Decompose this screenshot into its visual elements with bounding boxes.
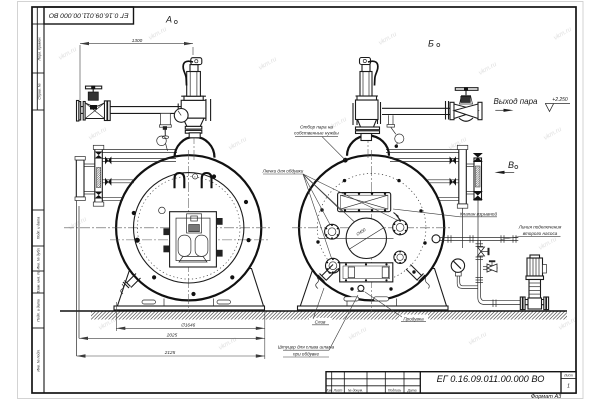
svg-text:собственные нужды: собственные нужды xyxy=(294,131,339,136)
svg-text:Изм: Изм xyxy=(326,389,333,393)
svg-text:2125: 2125 xyxy=(164,350,176,355)
svg-text:Подп. и дата: Подп. и дата xyxy=(37,217,41,240)
svg-text:Продувка: Продувка xyxy=(403,316,424,321)
svg-text:Подп. и дата: Подп. и дата xyxy=(37,299,41,322)
svg-text:второго насоса: второго насоса xyxy=(523,231,558,236)
svg-text:Клапан взрывной: Клапан взрывной xyxy=(460,210,498,216)
svg-text:Штуцер для слива шлама: Штуцер для слива шлама xyxy=(278,345,335,350)
svg-text:ЕГ 0.16.09.011.00.000 ВО: ЕГ 0.16.09.011.00.000 ВО xyxy=(48,12,128,19)
svg-text:Формат А3: Формат А3 xyxy=(531,394,562,400)
svg-text:Лючки для обдувки: Лючки для обдувки xyxy=(262,169,304,174)
svg-text:2025: 2025 xyxy=(166,332,178,337)
svg-text:Слив: Слив xyxy=(315,320,326,325)
svg-text:А: А xyxy=(165,15,172,25)
svg-text:Б: Б xyxy=(428,39,434,49)
svg-text:Дата: Дата xyxy=(407,389,417,393)
svg-text:Инв. № подл.: Инв. № подл. xyxy=(37,349,41,371)
svg-text:∅450: ∅450 xyxy=(355,227,367,237)
svg-text:№ докум.: № докум. xyxy=(348,389,363,393)
svg-text:∅1646: ∅1646 xyxy=(181,322,196,327)
svg-text:Перв. примен.: Перв. примен. xyxy=(38,37,42,61)
svg-text:Отбор пара на: Отбор пара на xyxy=(300,125,333,130)
svg-text:при обдувке: при обдувке xyxy=(293,352,319,357)
svg-text:Взам. инв. №: Взам. инв. № xyxy=(37,271,41,293)
svg-text:Подпись: Подпись xyxy=(388,389,402,393)
svg-text:Лист: Лист xyxy=(333,389,343,393)
svg-text:Выход пара: Выход пара xyxy=(494,97,539,106)
svg-text:1: 1 xyxy=(567,384,570,390)
svg-text:ЕГ 0.16.09.011.00.000 ВО: ЕГ 0.16.09.011.00.000 ВО xyxy=(437,374,545,384)
svg-text:В: В xyxy=(508,160,514,170)
svg-text:Лист: Лист xyxy=(563,374,573,378)
svg-text:Справ. №: Справ. № xyxy=(38,83,42,99)
svg-text:Инв. № дубл.: Инв. № дубл. xyxy=(37,247,41,269)
svg-text:Линия подключения: Линия подключения xyxy=(518,225,562,230)
svg-text:+2.250: +2.250 xyxy=(552,97,568,103)
svg-text:1300: 1300 xyxy=(132,38,143,43)
